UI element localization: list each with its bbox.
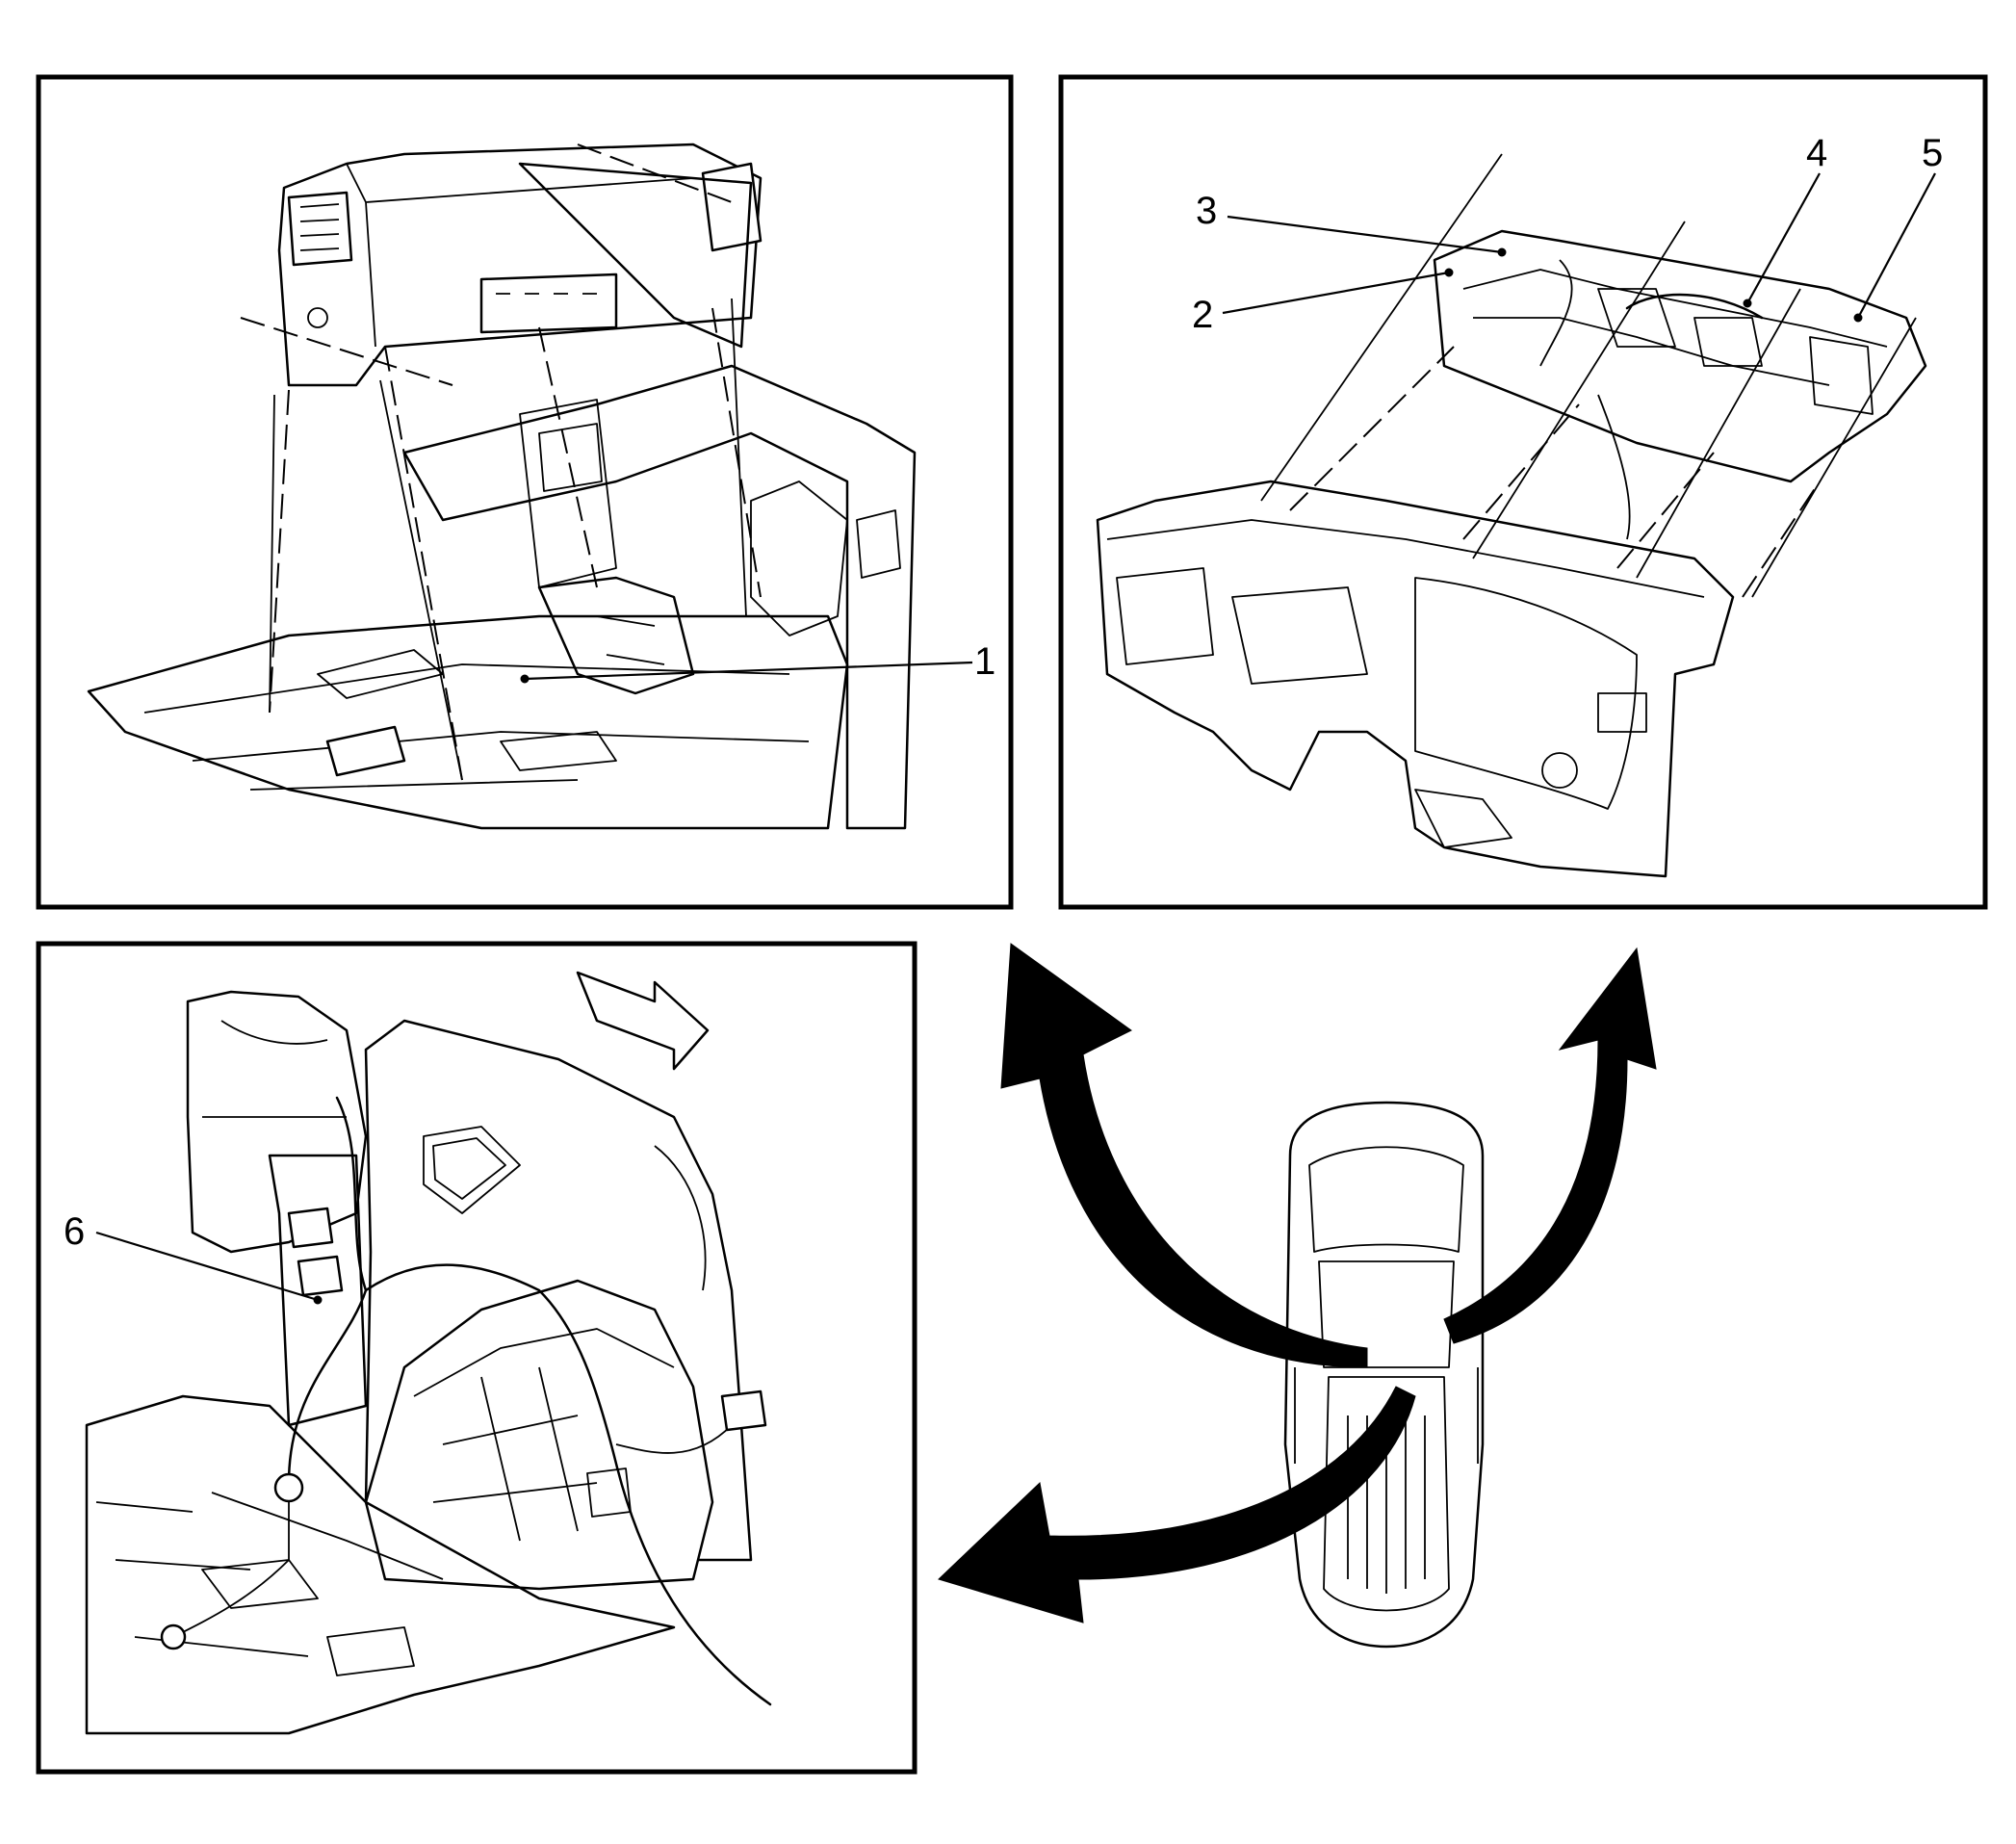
callout-6: 6: [64, 1210, 85, 1253]
panel-instrument-panel-view: 2 3 4 5: [1058, 74, 1988, 910]
panel-floor-console-view: 1: [36, 74, 1014, 910]
callout-5: 5: [1922, 132, 1943, 174]
callout-1: 1: [974, 640, 995, 683]
panel-rear-quarter-harness-view: 6: [36, 941, 918, 1775]
callout-2: 2: [1192, 294, 1213, 336]
forward-arrow-icon: [576, 971, 710, 1071]
vehicle-top-view: [1283, 1101, 1485, 1649]
curved-view-arrow-icon: [938, 943, 1657, 1623]
callout-3: 3: [1196, 190, 1217, 232]
callout-4: 4: [1806, 132, 1827, 174]
vehicle-locator: [938, 943, 1657, 1649]
